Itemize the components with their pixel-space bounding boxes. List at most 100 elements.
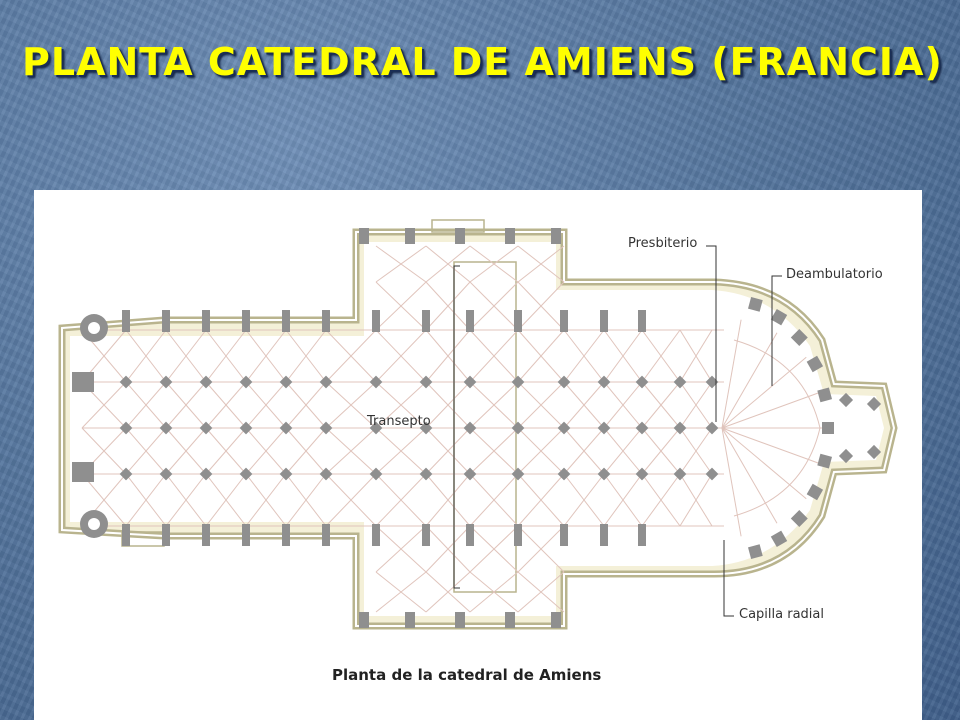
vault-rib	[165, 473, 207, 527]
pier	[463, 467, 477, 481]
vault-rib	[517, 427, 565, 475]
apse-chapel-pier	[748, 544, 763, 559]
buttress	[242, 310, 250, 332]
vault-rib	[245, 427, 287, 475]
vault-rib	[245, 381, 287, 429]
vault-rib	[517, 473, 565, 527]
buttress	[505, 612, 515, 628]
vault-rib	[125, 329, 167, 383]
buttress	[560, 310, 568, 332]
vault-rib	[285, 381, 327, 429]
buttress	[551, 228, 561, 244]
vault-rib	[517, 525, 565, 573]
axial-chapel-pier	[838, 448, 854, 464]
pier	[319, 375, 333, 389]
buttress	[242, 524, 250, 546]
pier	[419, 421, 433, 435]
buttress	[466, 310, 474, 332]
apse-chapel-pier	[748, 297, 763, 312]
apse-rib	[721, 319, 742, 429]
transepto-bracket	[453, 265, 460, 589]
vault-rib	[469, 329, 519, 383]
vault-rib	[469, 525, 519, 573]
apse-chapel-pier	[822, 422, 834, 434]
pier	[199, 421, 213, 435]
vault-rib	[563, 381, 605, 429]
vault-rib	[205, 473, 247, 527]
buttress	[466, 524, 474, 546]
vault-rib	[285, 473, 327, 527]
buttress	[372, 310, 380, 332]
figure-caption: Planta de la catedral de Amiens	[332, 666, 602, 684]
axial-chapel-pier	[838, 392, 854, 408]
buttress	[405, 612, 415, 628]
pier	[239, 467, 253, 481]
pier	[279, 467, 293, 481]
vault-rib	[205, 427, 247, 475]
vault-rib	[325, 473, 377, 527]
vault-rib	[425, 427, 471, 475]
buttress	[359, 612, 369, 628]
vault-rib	[517, 381, 565, 429]
buttress	[282, 524, 290, 546]
vault-rib	[469, 245, 519, 283]
buttress	[202, 524, 210, 546]
vault-rib	[469, 473, 519, 527]
vault-rib	[375, 245, 427, 283]
vault-rib	[165, 427, 207, 475]
apse-rib	[721, 427, 778, 524]
pier	[199, 467, 213, 481]
vault-rib	[425, 281, 471, 331]
label-deambulatorio: Deambulatorio	[786, 267, 883, 282]
vault-rib	[517, 329, 565, 383]
vault-rib	[641, 473, 681, 527]
vault-rib	[375, 381, 427, 429]
apse-rib	[721, 427, 807, 500]
label-capilla-radial: Capilla radial	[739, 607, 824, 622]
pier	[419, 375, 433, 389]
apse-chapel-pier	[817, 387, 833, 403]
vault-rib	[325, 427, 377, 475]
vault-rib	[563, 329, 605, 383]
vault-rib	[517, 245, 565, 283]
pier	[279, 375, 293, 389]
vault-rib	[679, 473, 713, 527]
vault-rib	[469, 281, 519, 331]
vault-rib	[375, 329, 427, 383]
pier	[319, 467, 333, 481]
plan-walls	[58, 219, 898, 630]
buttress	[505, 228, 515, 244]
pier	[239, 375, 253, 389]
tower-stair	[88, 518, 100, 530]
buttress	[600, 524, 608, 546]
buttress	[282, 310, 290, 332]
apse-rib	[721, 427, 742, 537]
vault-rib	[205, 329, 247, 383]
buttress	[359, 228, 369, 244]
vault-rib	[285, 329, 327, 383]
vault-rib	[125, 473, 167, 527]
buttress	[551, 612, 561, 628]
buttress	[514, 310, 522, 332]
vault-rib	[469, 427, 519, 475]
slide-title: Planta catedral de Amiens (Francia)	[22, 40, 943, 84]
pier	[119, 467, 133, 481]
pier	[159, 467, 173, 481]
vault-rib	[641, 329, 681, 383]
buttress	[422, 310, 430, 332]
buttress	[162, 524, 170, 546]
vault-rib	[517, 571, 565, 613]
vault-rib	[375, 525, 427, 573]
pier	[419, 467, 433, 481]
apse-rib	[721, 332, 778, 429]
pier	[199, 375, 213, 389]
facade-pier	[72, 462, 94, 482]
buttress	[514, 524, 522, 546]
pier	[119, 421, 133, 435]
vault-rib	[679, 329, 713, 383]
plan-callout-lines	[453, 245, 782, 617]
vault-rib	[375, 281, 427, 331]
buttress	[560, 524, 568, 546]
buttress	[322, 310, 330, 332]
buttress	[600, 310, 608, 332]
